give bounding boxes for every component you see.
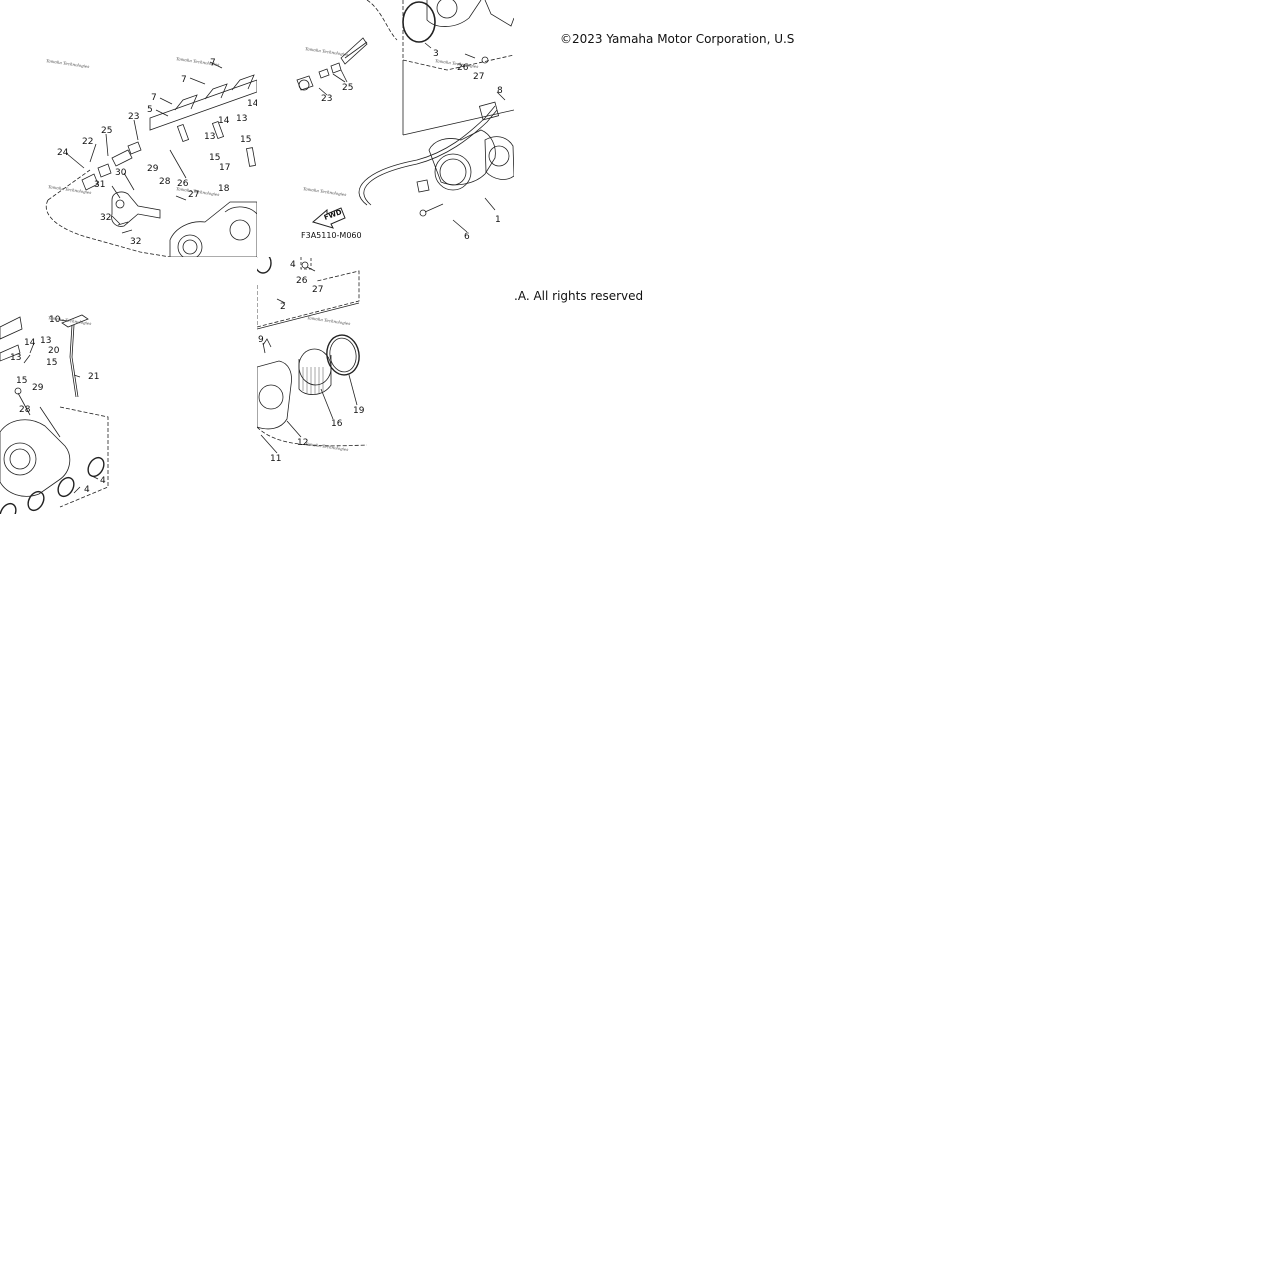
watermark-text: Yamaha Technologies (305, 46, 349, 57)
watermark-text: Yamaha Technologies (48, 184, 92, 195)
callout-label: 13 (10, 353, 21, 363)
callout-label: 21 (88, 372, 99, 382)
watermark-text: Yamaha Technologies (176, 186, 220, 197)
watermark-text: Yamaha Technologies (303, 186, 347, 197)
callout-label: 16 (331, 419, 343, 429)
copyright-text-part-1: ©2023 Yamaha Motor Corporation, U.S (560, 32, 795, 46)
callout-label: 12 (297, 438, 308, 448)
callout-label: 15 (240, 135, 251, 145)
callout-label: 13 (40, 336, 51, 346)
callout-label: 15 (16, 376, 27, 386)
callout-label: 31 (94, 180, 105, 190)
callout-label: 15 (209, 153, 220, 163)
callout-label: 7 (181, 75, 187, 85)
callout-label: 23 (128, 112, 139, 122)
watermark-text: Yamaha Technologies (176, 56, 220, 67)
watermark-text: Yamaha Technologies (305, 441, 349, 452)
callout-label: 10 (49, 315, 61, 325)
callout-label: 27 (188, 190, 199, 200)
watermark-text: Yamaha Technologies (46, 58, 90, 69)
callout-label: 14 (218, 116, 230, 126)
callout-label: 7 (151, 93, 157, 103)
callout-label: 4 (290, 260, 296, 270)
callout-label: 7 (210, 58, 216, 68)
watermark-text: Yamaha Technologies (307, 315, 351, 326)
diagram-tile-top-left: Yamaha Technologies Yamaha Technologies … (0, 0, 257, 257)
callout-label: 5 (147, 105, 153, 115)
callout-label: 28 (159, 177, 171, 187)
callout-label: 8 (497, 86, 503, 96)
callout-label: 25 (342, 83, 353, 93)
callout-label: 19 (353, 406, 365, 416)
callout-label: 26 (177, 179, 189, 189)
throttle-body-diagram-part-a: Yamaha Technologies Yamaha Technologies … (46, 56, 257, 257)
callout-label: 4 (84, 485, 90, 495)
watermark-text: Yamaha Technologies (435, 58, 479, 69)
diagram-tile-bottom-right: Yamaha Technologies Yamaha Technologies … (257, 257, 514, 514)
callout-label: 27 (473, 72, 484, 82)
callout-label: 29 (32, 383, 44, 393)
callout-label: 32 (130, 237, 141, 247)
callout-label: 27 (312, 285, 323, 295)
callout-label: 15 (46, 358, 57, 368)
callout-label: 9 (258, 335, 264, 345)
callout-label: 32 (100, 213, 111, 223)
callout-label: 14 (247, 99, 257, 109)
callout-label: 2 (280, 302, 286, 312)
callout-label: 23 (321, 94, 332, 104)
callout-label: 26 (457, 63, 469, 73)
callout-label: 14 (24, 338, 36, 348)
callout-label: 18 (218, 184, 230, 194)
callout-label: 17 (219, 163, 230, 173)
throttle-body-diagram-part-c: Yamaha Technologies 10 14 13 20 13 15 21… (0, 314, 109, 514)
diagram-tile-bottom-left: Yamaha Technologies 10 14 13 20 13 15 21… (0, 257, 257, 514)
diagram-tile-top-right: FWD F3A5110-M060 Yamaha Technologies Yam… (257, 0, 514, 257)
callout-label: 13 (236, 114, 247, 124)
callout-label: 6 (464, 232, 470, 242)
callout-label: 3 (433, 49, 439, 59)
callout-label: 26 (296, 276, 308, 286)
callout-label: 24 (57, 148, 69, 158)
copyright-text-part-2: .A. All rights reserved. (514, 289, 644, 303)
callout-label: 13 (204, 132, 215, 142)
throttle-body-diagram-part-d: Yamaha Technologies Yamaha Technologies … (257, 257, 368, 464)
callout-label: 28 (19, 405, 31, 415)
callout-label: 4 (100, 476, 106, 486)
drawing-code: F3A5110-M060 (301, 231, 362, 240)
callout-label: 11 (270, 454, 281, 464)
watermark-text: Yamaha Technologies (48, 315, 92, 326)
callout-label: 1 (495, 215, 501, 225)
callout-label: 29 (147, 164, 159, 174)
throttle-body-diagram-part-b: FWD F3A5110-M060 Yamaha Technologies Yam… (296, 0, 514, 242)
callout-label: 30 (115, 168, 127, 178)
callout-label: 25 (101, 126, 112, 136)
callout-label: 20 (48, 346, 60, 356)
callout-label: 22 (82, 137, 93, 147)
